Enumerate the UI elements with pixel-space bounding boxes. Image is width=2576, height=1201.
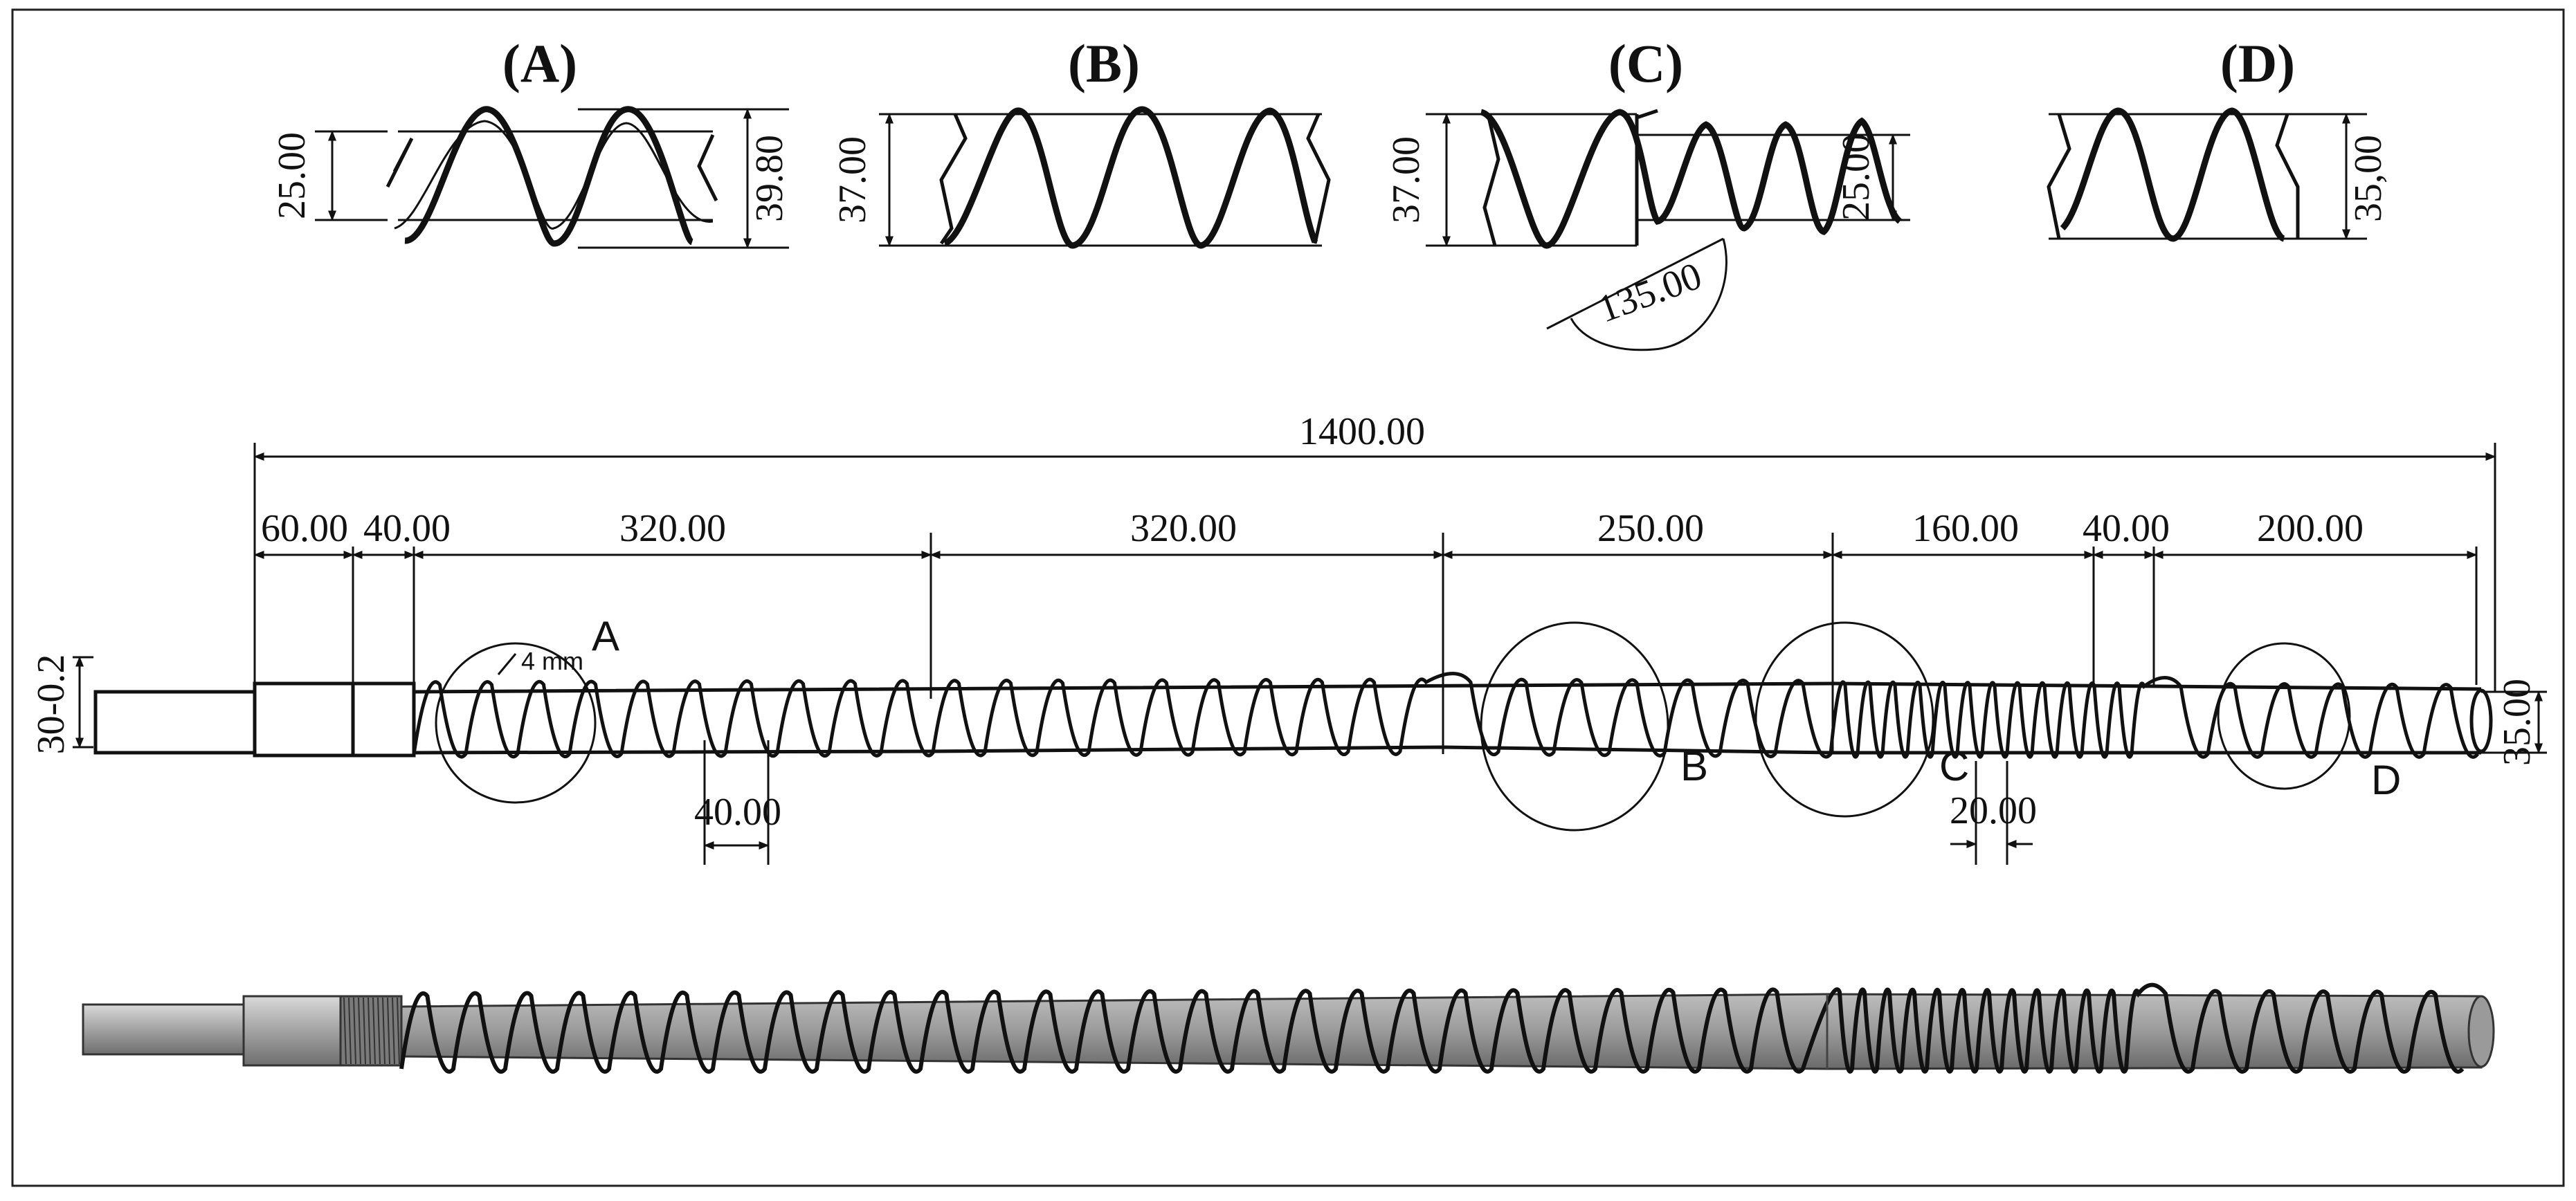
- detail-c-angle-dim: 135.00: [1593, 255, 1707, 331]
- detail-a-title: (A): [502, 33, 577, 93]
- screw-line-drawing: [93, 672, 2493, 759]
- callout-circle-d: [2217, 642, 2351, 790]
- segment-dim-3: 320.00: [619, 507, 726, 550]
- callout-circle-a: [435, 642, 597, 804]
- detail-a-outer-dim: 39.80: [748, 135, 791, 222]
- callout-label-a: A: [592, 613, 619, 659]
- shaft-diameter-dim: 30-0.2: [30, 654, 73, 755]
- main-dimensions: 1400.00 60.00 40.00 320.00 320.00 250.00…: [30, 410, 2547, 865]
- segment-dim-2: 40.00: [363, 507, 451, 550]
- pitch-dim-1: 40.00: [694, 791, 781, 834]
- pitch-dim-2: 20.00: [1950, 789, 2037, 832]
- segment-dim-8: 200.00: [2257, 507, 2364, 550]
- segment-dim-1: 60.00: [261, 507, 348, 550]
- segment-dim-4: 320.00: [1130, 507, 1237, 550]
- detail-b: (B) 37.00: [831, 33, 1331, 249]
- flight-thickness-label: 4 mm: [521, 647, 583, 675]
- detail-c-left-dim: 37.00: [1385, 136, 1428, 223]
- detail-callouts: A 4 mm B C D: [435, 613, 2401, 832]
- callout-label-d: D: [2371, 757, 2401, 803]
- detail-b-title: (B): [1068, 33, 1140, 93]
- end-diameter-dim: 35.00: [2496, 679, 2539, 766]
- detail-d: (D) 35,00: [2047, 33, 2390, 242]
- screw-3d-render: [82, 982, 2495, 1074]
- detail-c: (C) 37.00 25.00 135.00: [1385, 33, 1910, 351]
- detail-a-inner-dim: 25.00: [271, 132, 314, 219]
- callout-circle-c: [1754, 621, 1934, 818]
- detail-b-outer-dim: 37.00: [831, 136, 874, 223]
- callout-circle-b: [1480, 621, 1669, 832]
- detail-a: (A) 25.00 39.80: [271, 33, 791, 249]
- detail-c-title: (C): [1608, 33, 1683, 93]
- callout-label-c: C: [1939, 743, 1969, 789]
- callout-label-b: B: [1680, 743, 1708, 789]
- detail-c-right-dim: 25.00: [1835, 134, 1878, 221]
- total-length-dim: 1400.00: [1299, 410, 1425, 453]
- figure-frame: [11, 8, 2565, 1187]
- detail-d-title: (D): [2220, 33, 2295, 93]
- detail-d-outer-dim: 35,00: [2347, 135, 2390, 222]
- segment-dim-5: 250.00: [1597, 507, 1704, 550]
- segment-dim-6: 160.00: [1912, 507, 2019, 550]
- segment-dim-7: 40.00: [2083, 507, 2170, 550]
